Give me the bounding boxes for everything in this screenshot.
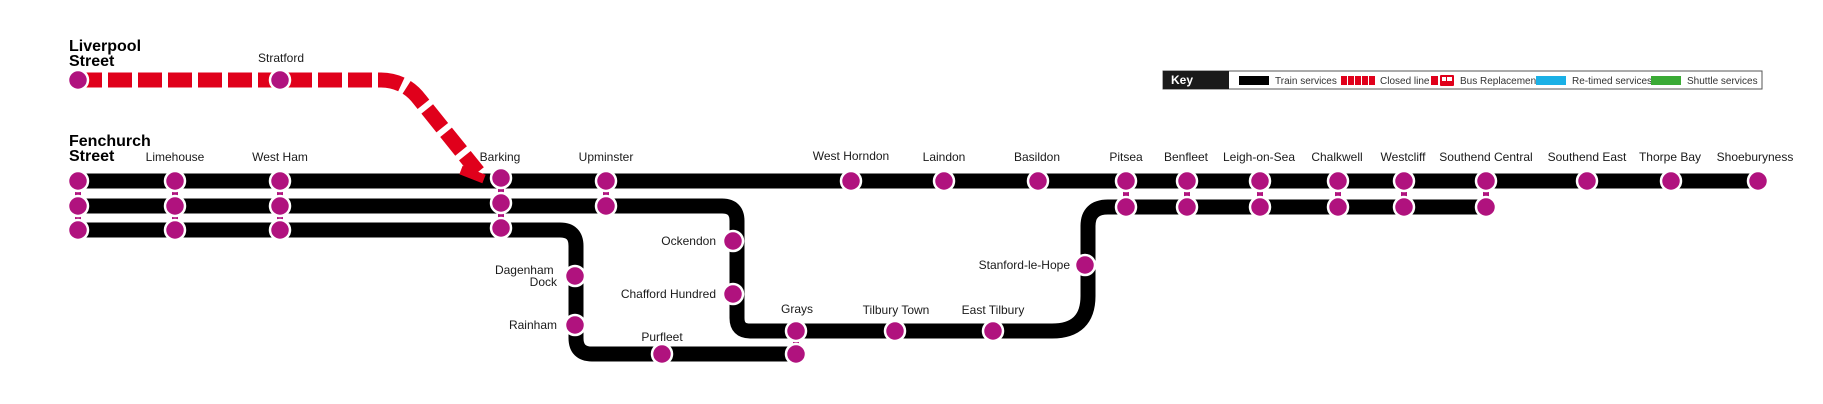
label-limehouse: Limehouse	[146, 150, 205, 164]
map-key: Key Train services Closed line Bus Repla…	[1162, 70, 1763, 90]
label-pitsea: Pitsea	[1109, 150, 1143, 164]
station-westcliff-2[interactable]	[1392, 195, 1416, 219]
key-closed-swatch	[1341, 76, 1375, 85]
station-labels: Stratford Limehouse West Ham Barking Upm…	[146, 51, 1794, 344]
label-east-tilbury: East Tilbury	[962, 303, 1025, 317]
station-benfleet-1[interactable]	[1175, 169, 1199, 193]
key-title: Key	[1171, 73, 1193, 87]
station-thorpe-bay[interactable]	[1659, 169, 1683, 193]
closed-line-dash-end	[459, 165, 486, 184]
line-upminster-grays-loop	[78, 198, 1486, 339]
label-grays: Grays	[781, 302, 813, 316]
station-fenchurch-street-1[interactable]	[66, 169, 90, 193]
key-shuttle-label: Shuttle services	[1687, 76, 1758, 87]
label-shoeburyness: Shoeburyness	[1717, 150, 1794, 164]
label-west-ham: West Ham	[252, 150, 308, 164]
station-leigh-on-sea-1[interactable]	[1248, 169, 1272, 193]
station-west-ham-3[interactable]	[268, 218, 292, 242]
station-upminster-1[interactable]	[594, 169, 618, 193]
station-purfleet[interactable]	[650, 342, 674, 366]
train-lines	[78, 173, 1758, 362]
station-chafford-hundred[interactable]	[721, 282, 745, 306]
station-benfleet-2[interactable]	[1175, 195, 1199, 219]
label-rainham: Rainham	[509, 318, 557, 332]
station-southend-east[interactable]	[1575, 169, 1599, 193]
station-rainham[interactable]	[563, 313, 587, 337]
label-laindon: Laindon	[923, 150, 966, 164]
closed-line	[78, 72, 486, 184]
key-header-bg	[1163, 71, 1229, 89]
station-liverpool-street[interactable]	[66, 68, 90, 92]
label-dagenham-dock: Dagenham Dock	[495, 263, 558, 289]
station-chalkwell-2[interactable]	[1326, 195, 1350, 219]
station-chalkwell-1[interactable]	[1326, 169, 1350, 193]
station-leigh-on-sea-2[interactable]	[1248, 195, 1272, 219]
label-benfleet: Benfleet	[1164, 150, 1209, 164]
station-tilbury-town[interactable]	[883, 319, 907, 343]
label-basildon: Basildon	[1014, 150, 1060, 164]
key-retimed-label: Re-timed services	[1572, 76, 1652, 87]
station-southend-central-1[interactable]	[1474, 169, 1498, 193]
label-chalkwell: Chalkwell	[1311, 150, 1362, 164]
label-barking: Barking	[480, 150, 521, 164]
station-pitsea-1[interactable]	[1114, 169, 1138, 193]
station-west-ham-1[interactable]	[268, 169, 292, 193]
station-dagenham-dock[interactable]	[563, 264, 587, 288]
label-tilbury-town: Tilbury Town	[863, 303, 930, 317]
label-west-horndon: West Horndon	[813, 149, 889, 163]
station-ockendon[interactable]	[721, 229, 745, 253]
label-upminster: Upminster	[579, 150, 634, 164]
closed-line-route	[78, 72, 484, 177]
station-west-ham-2[interactable]	[268, 194, 292, 218]
station-westcliff-1[interactable]	[1392, 169, 1416, 193]
label-thorpe-bay: Thorpe Bay	[1639, 150, 1701, 164]
station-laindon[interactable]	[932, 169, 956, 193]
station-grays-1[interactable]	[784, 319, 808, 343]
key-retimed-swatch	[1536, 76, 1566, 85]
terminus-fenchurch-street: Fenchurch Street	[69, 133, 155, 165]
line-rainham-purfleet	[78, 222, 800, 362]
key-shuttle-swatch	[1651, 76, 1681, 85]
label-chafford-hundred: Chafford Hundred	[621, 287, 716, 301]
station-stratford[interactable]	[268, 68, 292, 92]
station-limehouse-1[interactable]	[163, 169, 187, 193]
station-southend-central-2[interactable]	[1474, 195, 1498, 219]
station-barking-3[interactable]	[489, 216, 513, 240]
key-bus-icon	[1431, 75, 1454, 86]
station-pitsea-2[interactable]	[1114, 195, 1138, 219]
key-closed-label: Closed line	[1380, 76, 1430, 87]
label-purfleet: Purfleet	[641, 330, 683, 344]
terminus-liverpool-street: Liverpool Street	[69, 38, 145, 70]
label-southend-central: Southend Central	[1439, 150, 1532, 164]
station-limehouse-2[interactable]	[163, 194, 187, 218]
station-fenchurch-street-3[interactable]	[66, 218, 90, 242]
label-stratford: Stratford	[258, 51, 304, 65]
label-stanford-le-hope: Stanford-le-Hope	[979, 258, 1071, 272]
station-fenchurch-street-2[interactable]	[66, 194, 90, 218]
station-grays-2[interactable]	[784, 342, 808, 366]
label-ockendon: Ockendon	[661, 234, 716, 248]
station-east-tilbury[interactable]	[981, 319, 1005, 343]
station-upminster-2[interactable]	[594, 194, 618, 218]
station-stanford-le-hope[interactable]	[1073, 253, 1097, 277]
label-leigh-on-sea: Leigh-on-Sea	[1223, 150, 1295, 164]
station-west-horndon[interactable]	[839, 169, 863, 193]
key-train-swatch	[1239, 76, 1269, 85]
station-barking-1[interactable]	[489, 166, 513, 190]
station-limehouse-3[interactable]	[163, 218, 187, 242]
station-markers	[66, 68, 1770, 366]
station-shoeburyness[interactable]	[1746, 169, 1770, 193]
label-westcliff: Westcliff	[1381, 150, 1427, 164]
label-southend-east: Southend East	[1548, 150, 1627, 164]
key-bus-label: Bus Replacement	[1460, 76, 1539, 87]
station-barking-2[interactable]	[489, 191, 513, 215]
station-basildon[interactable]	[1026, 169, 1050, 193]
key-train-label: Train services	[1275, 76, 1337, 87]
